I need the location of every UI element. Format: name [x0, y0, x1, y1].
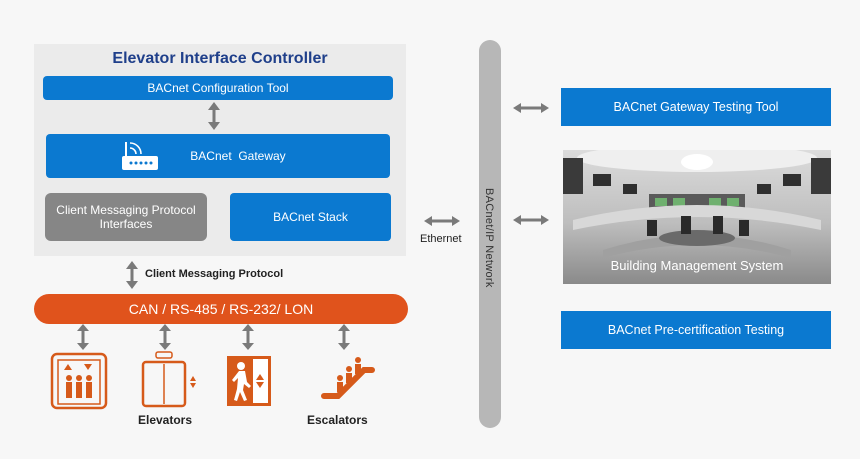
- precert-box: BACnet Pre-certification Testing: [561, 311, 831, 349]
- double-arrow-horizontal: [513, 103, 549, 113]
- double-arrow-horizontal: [513, 215, 549, 225]
- stack-box: BACnet Stack: [230, 193, 391, 241]
- config-tool-box: BACnet Configuration Tool: [43, 76, 393, 100]
- fieldbus-bar: CAN / RS-485 / RS-232/ LON: [34, 294, 408, 324]
- escalator-icon: [321, 357, 375, 399]
- person-exit-elevator-icon: [227, 356, 271, 406]
- double-arrow-vertical: [77, 324, 89, 350]
- double-arrow-vertical: [126, 261, 138, 289]
- elevator-doors-icon: [141, 351, 196, 408]
- elevators-label: Elevators: [138, 413, 193, 427]
- controller-title: Elevator Interface Controller: [112, 50, 328, 67]
- ethernet-label: Ethernet: [420, 233, 462, 245]
- client-protocol-label: Client Messaging Protocol: [145, 268, 284, 280]
- client-interfaces-box: Client Messaging Protocol Interfaces: [45, 193, 207, 241]
- double-arrow-vertical: [242, 324, 254, 350]
- gateway-testing-box: BACnet Gateway Testing Tool: [561, 88, 831, 126]
- bms-label: Building Management System: [610, 258, 784, 273]
- network-label: BACnet/IP Network: [483, 188, 495, 288]
- router-icon: [122, 142, 158, 170]
- double-arrow-vertical: [208, 102, 220, 130]
- gateway-box: BACnet Gateway: [46, 134, 390, 178]
- double-arrow-horizontal: [424, 216, 460, 226]
- double-arrow-vertical: [338, 324, 350, 350]
- control-room-photo: [563, 150, 831, 284]
- network-bar: [479, 40, 501, 428]
- double-arrow-vertical: [159, 324, 171, 350]
- gateway-label: BACnet Gateway: [190, 149, 286, 163]
- elevator-car-icon: [50, 352, 108, 410]
- escalators-label: Escalators: [307, 413, 368, 427]
